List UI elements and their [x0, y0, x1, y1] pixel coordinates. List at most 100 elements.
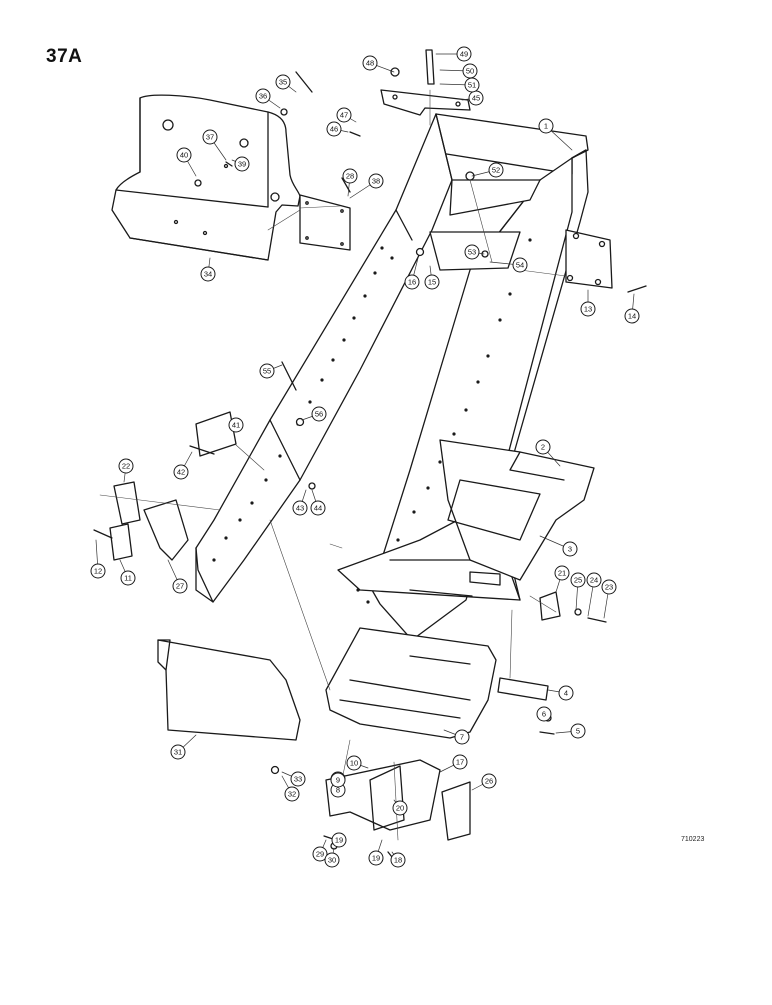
callout-circle: [554, 565, 570, 581]
callout-33: 33: [290, 771, 306, 787]
callout-circle: [390, 852, 406, 868]
callout-circle: [118, 458, 134, 474]
callout-26: 26: [481, 773, 497, 789]
callout-number: 21: [558, 569, 566, 578]
callout-layer: 1234567891011121314151617181920212223242…: [90, 46, 640, 868]
callout-circle: [580, 301, 596, 317]
callout-19: 19: [331, 832, 347, 848]
callout-48: 48: [362, 55, 378, 71]
callout-number: 23: [605, 583, 613, 592]
callout-circle: [202, 129, 218, 145]
callout-number: 22: [122, 462, 130, 471]
callout-circle: [228, 417, 244, 433]
callout-circle: [558, 685, 574, 701]
callout-number: 55: [263, 367, 271, 376]
callout-51: 51: [464, 77, 480, 93]
callout-46: 46: [326, 121, 342, 137]
callout-28: 28: [342, 168, 358, 184]
top-bracket: [380, 89, 471, 116]
callout-number: 26: [485, 777, 493, 786]
callout-5: 5: [570, 723, 586, 739]
callout-circle: [331, 832, 347, 848]
callout-number: 37: [206, 133, 214, 142]
callout-number: 50: [466, 67, 474, 76]
callout-circle: [259, 363, 275, 379]
callout-41: 41: [228, 417, 244, 433]
callout-circle: [292, 500, 308, 516]
callout-circle: [120, 570, 136, 586]
mount-pad: [195, 411, 237, 457]
callout-17: 17: [452, 754, 468, 770]
callout-number: 29: [316, 850, 324, 859]
callout-circle: [346, 755, 362, 771]
callout-circle: [452, 754, 468, 770]
callout-56: 56: [311, 406, 327, 422]
callout-4: 4: [558, 685, 574, 701]
callout-number: 20: [396, 804, 404, 813]
callout-circle: [454, 729, 470, 745]
callout-circle: [512, 257, 528, 273]
callout-2: 2: [535, 439, 551, 455]
callout-number: 51: [468, 81, 476, 90]
callout-circle: [488, 162, 504, 178]
right-bracket-21: [539, 591, 561, 621]
callout-circle: [464, 77, 480, 93]
callout-circle: [362, 55, 378, 71]
callout-circle: [481, 773, 497, 789]
callout-35: 35: [275, 74, 291, 90]
callout-number: 48: [366, 59, 374, 68]
callout-55: 55: [259, 363, 275, 379]
callout-14: 14: [624, 308, 640, 324]
callout-number: 15: [428, 278, 436, 287]
side-panel: [157, 639, 301, 741]
callout-24: 24: [586, 572, 602, 588]
callout-circle: [172, 578, 188, 594]
callout-circle: [624, 308, 640, 324]
callout-37: 37: [202, 129, 218, 145]
callout-circle: [312, 846, 328, 862]
callout-circle: [562, 541, 578, 557]
callout-42: 42: [173, 464, 189, 480]
callout-circle: [464, 244, 480, 260]
callout-10: 10: [346, 755, 362, 771]
callout-number: 13: [584, 305, 592, 314]
callout-circle: [311, 406, 327, 422]
callout-18: 18: [390, 852, 406, 868]
callout-40: 40: [176, 147, 192, 163]
callout-21: 21: [554, 565, 570, 581]
callout-number: 5: [576, 727, 580, 736]
callout-23: 23: [601, 579, 617, 595]
figure-code: 710223: [681, 836, 705, 843]
callout-number: 33: [294, 775, 302, 784]
callout-number: 46: [330, 125, 338, 134]
callout-circle: [535, 439, 551, 455]
callout-number: 9: [336, 776, 340, 785]
callout-16: 16: [404, 274, 420, 290]
callout-number: 7: [460, 733, 464, 742]
callout-27: 27: [172, 578, 188, 594]
callout-circle: [456, 46, 472, 62]
rear-mount-plate: [565, 229, 613, 289]
callout-9: 9: [330, 772, 346, 788]
callout-11: 11: [120, 570, 136, 586]
callout-circle: [90, 563, 106, 579]
callout-circle: [200, 266, 216, 282]
callout-3: 3: [562, 541, 578, 557]
callout-circle: [170, 744, 186, 760]
callout-number: 39: [238, 160, 246, 169]
callout-number: 31: [174, 748, 182, 757]
callout-number: 12: [94, 567, 102, 576]
callout-circle: [368, 173, 384, 189]
callout-circle: [342, 168, 358, 184]
callout-number: 43: [296, 504, 304, 513]
floor-plate: [439, 439, 595, 581]
callout-circle: [234, 156, 250, 172]
callout-number: 44: [314, 504, 322, 513]
callout-1: 1: [538, 118, 554, 134]
callout-44: 44: [310, 500, 326, 516]
callout-29: 29: [312, 846, 328, 862]
callout-50: 50: [462, 63, 478, 79]
callout-circle: [290, 771, 306, 787]
callout-number: 34: [204, 270, 212, 279]
callout-number: 14: [628, 312, 636, 321]
